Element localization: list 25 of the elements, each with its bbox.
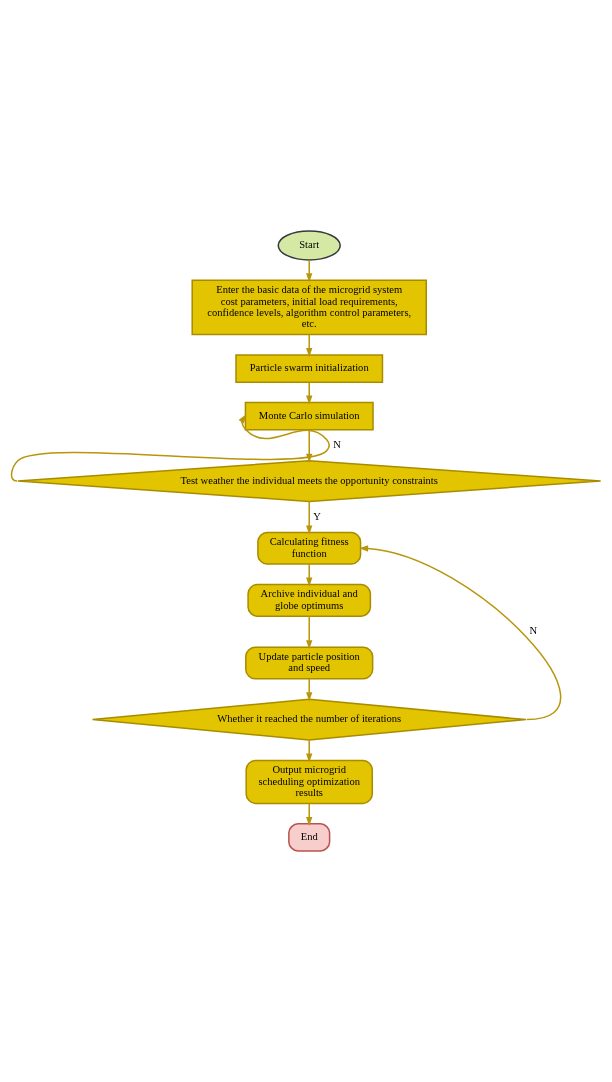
- edge-label: Y: [313, 510, 321, 522]
- node-box: End: [288, 823, 331, 852]
- node-box: Monte Carlo simulation: [244, 401, 374, 431]
- node-ellipse: Start: [277, 230, 341, 261]
- node-diamond: Whether it reached the number of iterations: [91, 698, 527, 741]
- arrow: [10, 414, 330, 482]
- arrow: [306, 381, 313, 405]
- node-box: Calculating fitness function: [257, 531, 362, 565]
- arrow: [306, 500, 313, 535]
- arrow: [359, 545, 562, 721]
- node-box: Enter the basic data of the microgrid system cost parameters, initial load requirements, confidence levels, algorithm control parameters, etc.: [191, 279, 427, 336]
- arrow: [306, 739, 313, 763]
- edge-label: N: [529, 625, 538, 637]
- arrow: [306, 678, 313, 702]
- arrow: [306, 259, 313, 283]
- arrow: [306, 802, 313, 826]
- arrow: [306, 615, 313, 650]
- arrow: [306, 334, 313, 358]
- node-diamond: Test weather the individual meets the opportunity constraints: [17, 459, 602, 503]
- edge-label: N: [333, 438, 341, 450]
- node-box: Particle swarm initialization: [235, 354, 384, 383]
- node-box: Output microgrid scheduling optimization results: [245, 759, 373, 805]
- arrow: [306, 563, 313, 587]
- node-box: Update particle position and speed: [245, 646, 374, 680]
- node-box: Archive individual and globe optimums: [247, 583, 372, 617]
